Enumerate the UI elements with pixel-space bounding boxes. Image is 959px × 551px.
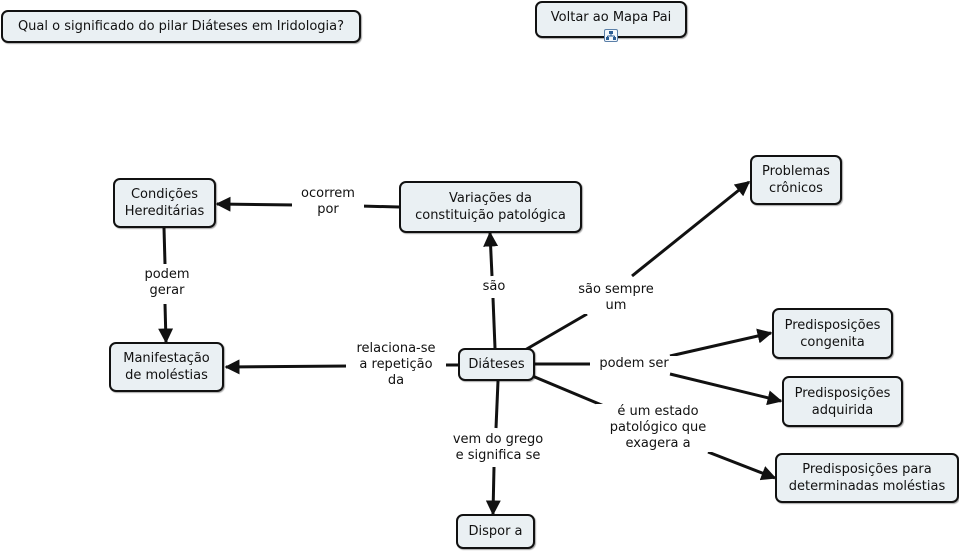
line-condicoes-podem bbox=[162, 227, 167, 265]
question-box: Qual o significado do pilar Diáteses em … bbox=[1, 10, 361, 43]
link-label-vem-do-grego: vem do grego e significa se bbox=[443, 432, 553, 464]
node-dispor-a[interactable]: Dispor a bbox=[456, 514, 535, 549]
node-problemas-cronicos[interactable]: Problemas crônicos bbox=[750, 155, 842, 205]
link-label-sao: são bbox=[471, 279, 517, 295]
node-predisposicoes-congenita[interactable]: Predisposições congenita bbox=[772, 308, 893, 359]
arrow-grego-dispor bbox=[485, 466, 501, 516]
arrow-podem-ser-adquirida bbox=[669, 372, 783, 406]
link-label-ocorrem-por: ocorrem por bbox=[292, 186, 364, 218]
link-label-podem-gerar: podem gerar bbox=[131, 267, 203, 299]
line-diateses-sempre bbox=[524, 312, 588, 352]
line-diateses-estado bbox=[529, 373, 605, 408]
node-diateses[interactable]: Diáteses bbox=[458, 348, 535, 381]
node-manifestacao[interactable]: Manifestação de moléstias bbox=[109, 342, 224, 392]
link-label-sao-sempre-um: são sempre um bbox=[568, 282, 664, 314]
concept-map-icon[interactable] bbox=[604, 29, 618, 42]
line-diateses-grego bbox=[494, 380, 500, 429]
node-variacoes[interactable]: Variações da constituição patológica bbox=[399, 181, 582, 233]
arrow-podem-manifestacao bbox=[158, 303, 174, 344]
back-link-label: Voltar ao Mapa Pai bbox=[550, 10, 672, 25]
arrow-relaciona-manifestacao bbox=[224, 359, 351, 375]
line-diateses-sao bbox=[491, 297, 497, 349]
arrow-sempre-problemas bbox=[631, 180, 751, 278]
link-label-estado-patologico: é um estado patológico que exagera a bbox=[596, 404, 720, 452]
node-condicoes-hereditarias[interactable]: Condições Hereditárias bbox=[113, 178, 216, 228]
arrow-podem-ser-congenita bbox=[669, 328, 773, 358]
link-label-relaciona-se: relaciona-se a repetição da bbox=[346, 341, 446, 389]
node-predisposicoes-determinadas[interactable]: Predisposições para determinadas molésti… bbox=[775, 453, 959, 503]
link-label-podem-ser: podem ser bbox=[590, 356, 678, 372]
node-predisposicoes-adquirida[interactable]: Predisposições adquirida bbox=[782, 376, 903, 427]
line-variacoes-ocorrem bbox=[359, 204, 400, 209]
arrow-estado-determinadas bbox=[707, 450, 777, 481]
arrow-ocorrem-condicoes bbox=[215, 196, 297, 212]
arrow-sao-variacoes bbox=[483, 231, 499, 277]
